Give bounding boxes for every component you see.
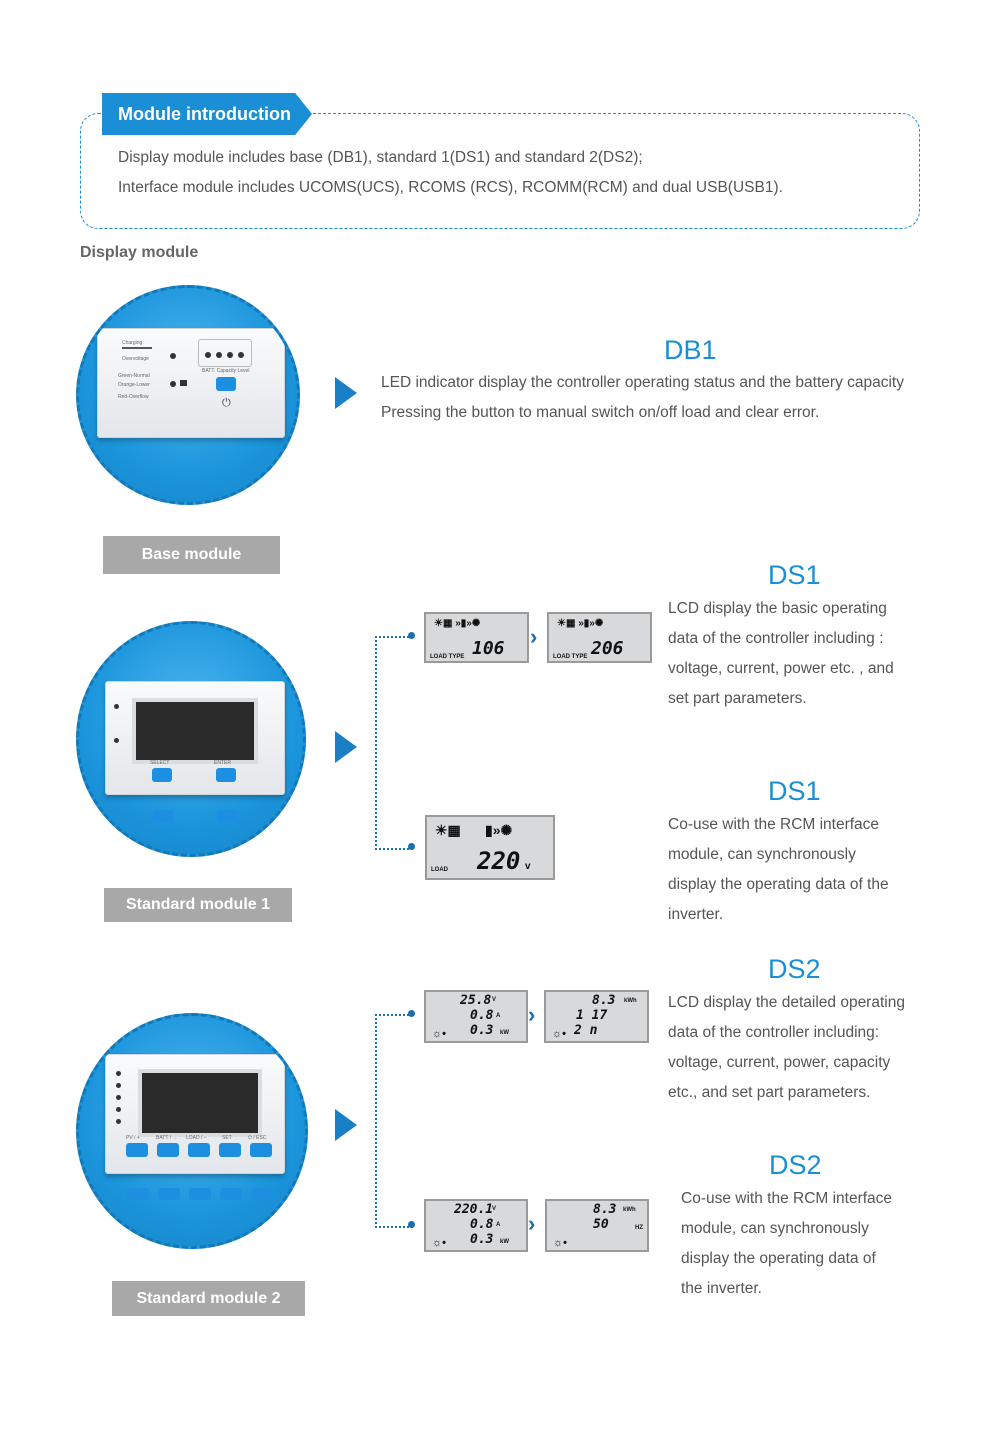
standard-module-2-image: PV / + BATT / → LOAD / − SET ⏻ / ESC bbox=[76, 1013, 308, 1249]
led-indicator-icon bbox=[170, 381, 176, 387]
load-label: LOAD / − bbox=[186, 1135, 207, 1141]
intro-box bbox=[80, 113, 920, 229]
base-module-caption: Base module bbox=[103, 536, 280, 574]
standard-module-1-image: SELECT ENTER bbox=[76, 621, 306, 857]
set-label: SET bbox=[222, 1135, 232, 1141]
base-module-image: Charging Overvoltage Green-Normal Orange… bbox=[76, 285, 300, 505]
db1-heading: DB1 bbox=[664, 335, 717, 365]
base-module-panel: Charging Overvoltage Green-Normal Orange… bbox=[97, 328, 285, 438]
intro-line-2: Interface module includes UCOMS(UCS), RC… bbox=[118, 179, 783, 196]
green-normal-label: Green-Normal bbox=[118, 373, 150, 379]
batt-button[interactable] bbox=[157, 1143, 179, 1157]
battery-icon bbox=[180, 380, 187, 386]
power-button[interactable] bbox=[216, 377, 236, 391]
arrow-right-icon bbox=[335, 377, 357, 409]
enter-button[interactable] bbox=[216, 768, 236, 782]
lcd-ds2-controller-2: 8.3 kWh 1 17 ☼• 2 n bbox=[544, 990, 649, 1043]
arrow-right-icon bbox=[335, 731, 357, 763]
pv-button[interactable] bbox=[126, 1143, 148, 1157]
standard-module-2-caption: Standard module 2 bbox=[112, 1281, 305, 1316]
lcd-ds1-load-type-2: ☀▦ »▮»✺ LOAD TYPE 206 bbox=[547, 612, 652, 663]
db1-line-1: LED indicator display the controller ope… bbox=[381, 374, 904, 391]
lcd-ds1-inverter: ☀▦ ▮»✺ LOAD 220 v bbox=[425, 815, 555, 880]
red-overflow-label: Red-Overflow bbox=[118, 394, 149, 400]
connector-line bbox=[375, 636, 413, 850]
lcd-ds1-load-type-1: ☀▦ »▮»✺ LOAD TYPE 106 bbox=[424, 612, 529, 663]
lcd-ds2-inverter-1: 220.1 V 0.8 A ☼• 0.3 kW bbox=[424, 1199, 528, 1252]
esc-button[interactable] bbox=[250, 1143, 272, 1157]
ds2-screen bbox=[138, 1069, 262, 1137]
battery-level-box bbox=[198, 339, 252, 367]
ds1-heading-1: DS1 bbox=[768, 560, 821, 590]
power-icon: ⏻ bbox=[222, 397, 231, 409]
led-indicator-icon bbox=[170, 353, 176, 359]
select-label: SELECT bbox=[150, 760, 170, 766]
ds2-panel: PV / + BATT / → LOAD / − SET ⏻ / ESC bbox=[105, 1054, 285, 1174]
esc-label: ⏻ / ESC bbox=[248, 1135, 267, 1141]
chevron-right-icon: › bbox=[528, 1211, 536, 1236]
ds2-heading-2: DS2 bbox=[769, 1150, 822, 1180]
chevron-right-icon: › bbox=[530, 624, 538, 649]
orange-lower-label: Orange-Lower bbox=[118, 382, 150, 388]
standard-module-1-caption: Standard module 1 bbox=[104, 888, 292, 922]
batt-level-label: BATT. Capacity Level bbox=[202, 368, 250, 374]
ds1-heading-2: DS1 bbox=[768, 776, 821, 806]
lcd-ds2-inverter-2: 8.3 kWh 50 HZ ☼• bbox=[545, 1199, 649, 1252]
chevron-right-icon: › bbox=[528, 1002, 536, 1027]
ds1-screen bbox=[132, 698, 258, 764]
ds1-panel: SELECT ENTER bbox=[105, 681, 285, 795]
section-title: Display module bbox=[80, 244, 199, 261]
db1-line-2: Pressing the button to manual switch on/… bbox=[381, 404, 820, 421]
connector-line bbox=[375, 1014, 413, 1228]
set-button[interactable] bbox=[219, 1143, 241, 1157]
arrow-right-icon bbox=[335, 1109, 357, 1141]
lcd-ds2-controller-1: 25.8 V 0.8 A ☼• 0.3 kW bbox=[424, 990, 528, 1043]
overvoltage-label: Overvoltage bbox=[122, 356, 149, 362]
pv-label: PV / + bbox=[126, 1135, 140, 1141]
enter-label: ENTER bbox=[214, 760, 231, 766]
batt-label: BATT / → bbox=[156, 1135, 178, 1141]
load-button[interactable] bbox=[188, 1143, 210, 1157]
intro-line-1: Display module includes base (DB1), stan… bbox=[118, 149, 643, 166]
intro-tab: Module introduction bbox=[102, 93, 312, 135]
select-button[interactable] bbox=[152, 768, 172, 782]
ds2-heading-1: DS2 bbox=[768, 954, 821, 984]
charging-label: Charging bbox=[122, 340, 143, 346]
